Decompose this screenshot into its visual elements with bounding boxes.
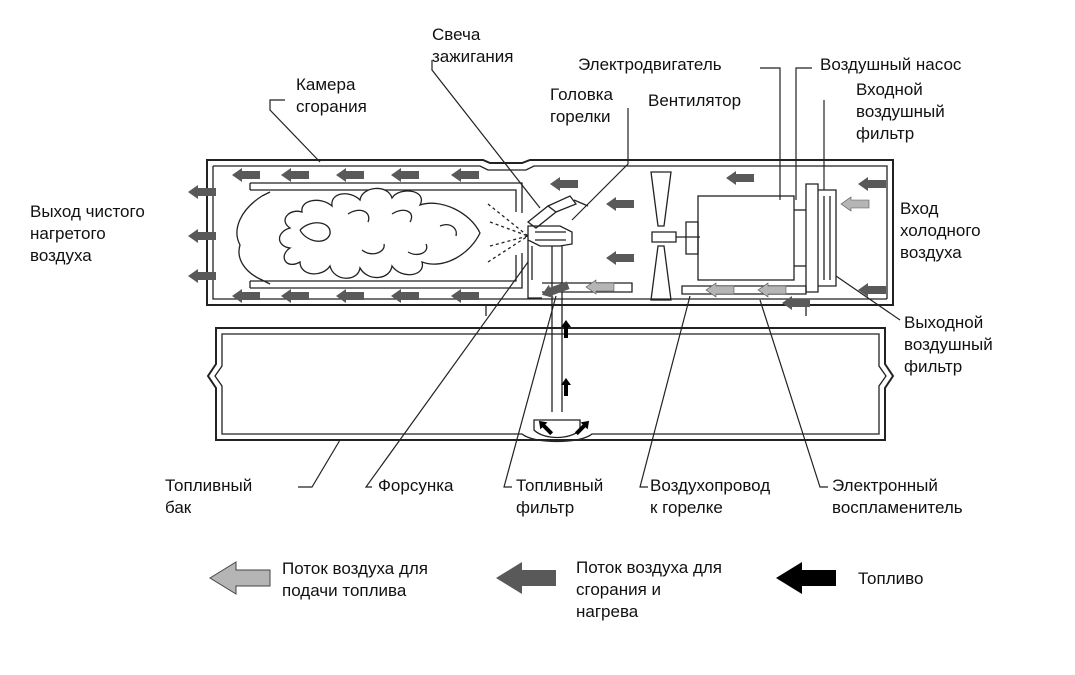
svg-text:фильтр: фильтр [516,498,574,517]
flow-arrow [451,289,479,303]
flow-arrow [232,168,260,182]
feed-air-arrow [757,282,787,298]
inflow-arrow [858,177,886,191]
svg-text:Топливный: Топливный [165,476,252,495]
label-head: Головка горелки [550,85,614,126]
flow-arrow [391,168,419,182]
flow-arrow [451,168,479,182]
outflow-arrow [188,269,216,283]
svg-text:Топливный: Топливный [516,476,603,495]
svg-text:к горелке: к горелке [650,498,723,517]
label-in-filter: Входной воздушный фильтр [856,80,945,143]
flow-arrow [606,251,634,265]
legend-light-arrow-icon [209,561,271,595]
flow-arrow [391,289,419,303]
legend-dark-arrow-icon [496,562,556,594]
feed-air-arrow [840,196,870,212]
outflow-arrow [188,185,216,199]
inflow-arrow [858,283,886,297]
svg-text:Камера: Камера [296,75,356,94]
svg-text:нагретого: нагретого [30,224,106,243]
air-pump [805,183,837,293]
fuel-tank [206,327,895,443]
svg-text:нагрева: нагрева [576,602,639,621]
svg-text:Выходной: Выходной [904,313,983,332]
svg-text:воздушный: воздушный [904,335,993,354]
svg-text:зажигания: зажигания [432,47,514,66]
svg-text:воздушный: воздушный [856,102,945,121]
svg-text:воздуха: воздуха [30,246,92,265]
svg-text:сгорания и: сгорания и [576,580,661,599]
flow-arrow [232,289,260,303]
label-spark: Свеча зажигания [432,25,514,66]
label-nozzle: Форсунка [378,476,454,495]
flow-arrow [550,177,578,191]
spark-plug [526,195,589,229]
label-out-filter: Выходной воздушный фильтр [904,313,993,376]
legend-item-fuel: Топливо [776,562,923,594]
svg-text:подачи топлива: подачи топлива [282,581,407,600]
label-inlet: Вход холодного воздуха [900,199,981,262]
label-tank: Топливный бак [165,476,252,517]
label-fan: Вентилятор [648,91,741,110]
combustion-chamber [249,182,523,289]
label-camera: Камера сгорания [296,75,367,116]
outflow-arrow [188,229,216,243]
svg-text:Выход чистого: Выход чистого [30,202,145,221]
electric-motor [685,195,806,281]
svg-text:холодного: холодного [900,221,981,240]
flow-arrow [336,289,364,303]
svg-text:сгорания: сгорания [296,97,367,116]
legend-fuel-arrow-icon [776,562,836,594]
label-air-pump: Воздушный насос [820,55,962,74]
heater-housing [206,159,894,316]
label-fuel-filter: Топливный фильтр [516,476,603,517]
label-outlet: Выход чистого нагретого воздуха [30,202,145,265]
leader-lines [269,60,901,488]
flow-arrow [606,197,634,211]
svg-text:воспламенитель: воспламенитель [832,498,963,517]
label-air-duct: Воздухопровод к горелке [650,476,770,517]
legend-item-feed-air: Поток воздуха для подачи топлива [209,559,428,600]
burner-head [527,225,581,439]
svg-text:Поток воздуха для: Поток воздуха для [282,559,428,578]
label-igniter: Электронный воспламенитель [832,476,963,517]
svg-text:Головка: Головка [550,85,614,104]
svg-text:фильтр: фильтр [904,357,962,376]
outlet-deflector [236,191,271,285]
legend-item-combustion-air: Поток воздуха для сгорания и нагрева [496,558,722,621]
svg-text:Воздухопровод: Воздухопровод [650,476,770,495]
flow-arrow [336,168,364,182]
label-motor: Электродвигатель [578,55,722,74]
flow-arrow [281,168,309,182]
svg-text:Электронный: Электронный [832,476,938,495]
fan [650,171,700,301]
svg-text:Свеча: Свеча [432,25,481,44]
airflow-arrows [188,168,886,438]
svg-text:бак: бак [165,498,192,517]
svg-text:Поток воздуха для: Поток воздуха для [576,558,722,577]
svg-text:горелки: горелки [550,107,610,126]
flame [278,187,529,279]
svg-text:Входной: Входной [856,80,923,99]
flow-arrow [281,289,309,303]
svg-text:Топливо: Топливо [858,569,923,588]
svg-text:фильтр: фильтр [856,124,914,143]
legend: Поток воздуха для подачи топлива Поток в… [209,558,923,621]
feed-air-arrow [705,282,735,298]
svg-text:Вход: Вход [900,199,939,218]
svg-text:воздуха: воздуха [900,243,962,262]
flow-arrow [726,171,754,185]
